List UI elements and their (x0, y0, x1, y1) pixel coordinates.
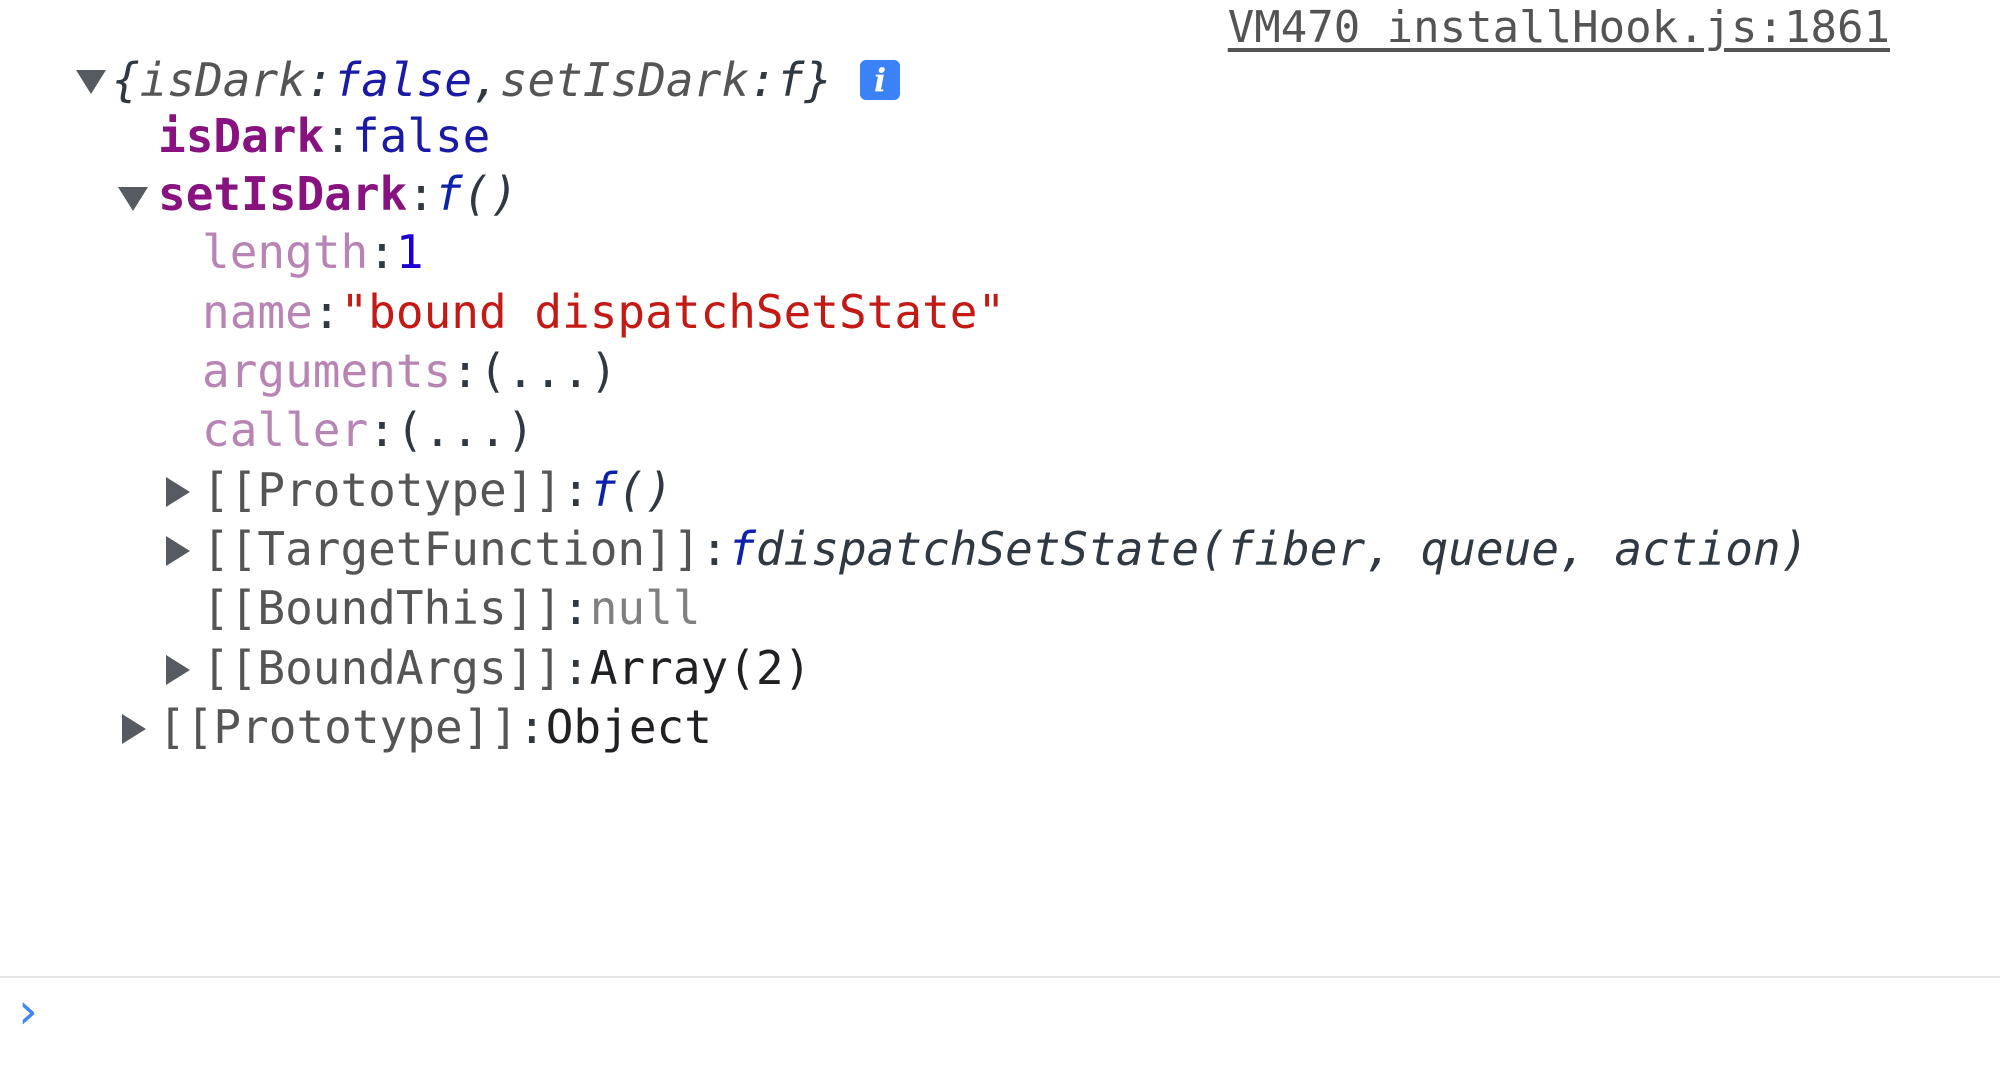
prop-value: "bound dispatchSetState" (340, 285, 1006, 339)
console-input[interactable] (70, 988, 1974, 1050)
prop-row-obj-prototype[interactable]: [[Prototype]]: Object (158, 699, 712, 755)
summary-value-isdark: false (333, 53, 473, 107)
prop-row-arguments[interactable]: arguments: (...) (202, 343, 617, 399)
object-summary[interactable]: {isDark: false, setIsDark: f} i (112, 52, 901, 108)
function-signature: () (462, 167, 519, 221)
prop-row-length[interactable]: length: 1 (202, 224, 424, 280)
summary-separator: , (472, 53, 500, 107)
source-link[interactable]: VM470 installHook.js:1861 (1227, 2, 1890, 53)
prop-colon: : (451, 344, 479, 398)
summary-colon: : (305, 53, 334, 107)
prop-value: 1 (395, 225, 424, 279)
prop-key: isDark (158, 109, 325, 163)
expand-toggle-fn-prototype[interactable] (166, 477, 190, 507)
function-f-icon: f (434, 167, 463, 221)
summary-key-isdark: isDark (139, 53, 306, 107)
summary-open-brace: { (112, 53, 140, 107)
expand-toggle-bound-args[interactable] (166, 655, 190, 685)
prop-row-bound-args[interactable]: [[BoundArgs]]: Array(2) (202, 640, 811, 696)
prop-key: caller (202, 403, 369, 457)
prop-colon: : (368, 225, 396, 279)
lazy-value-button[interactable]: (...) (395, 403, 535, 457)
chevron-right-icon: › (18, 982, 38, 1040)
function-f-icon: f (728, 522, 756, 576)
expand-toggle-root[interactable] (76, 70, 106, 94)
summary-colon: : (749, 53, 777, 107)
function-f-icon: f (589, 463, 618, 517)
prop-key: length (202, 225, 369, 279)
prop-colon: : (407, 167, 435, 221)
prop-row-target-function[interactable]: [[TargetFunction]]: f dispatchSetState(f… (202, 521, 1808, 577)
prop-key: [[Prototype]] (202, 463, 563, 517)
console-prompt[interactable]: › (0, 978, 2000, 1083)
prop-key: name (202, 285, 313, 339)
prop-colon: : (562, 463, 590, 517)
prop-row-bound-this[interactable]: [[BoundThis]]: null (202, 580, 701, 636)
prop-key: [[BoundThis]] (202, 581, 563, 635)
prop-key: [[BoundArgs]] (202, 641, 563, 695)
prop-value: null (589, 581, 701, 635)
info-icon[interactable]: i (860, 60, 901, 100)
prop-row-fn-prototype[interactable]: [[Prototype]]: f () (202, 462, 673, 518)
lazy-value-button[interactable]: (...) (478, 344, 618, 398)
prop-colon: : (324, 109, 352, 163)
prop-colon: : (312, 285, 341, 339)
summary-close-brace: } (804, 53, 833, 107)
expand-toggle-target-function[interactable] (166, 536, 190, 566)
prop-key: [[Prototype]] (158, 700, 519, 754)
prop-key: arguments (202, 344, 452, 398)
prop-value: false (351, 109, 491, 163)
expand-toggle-setisdark[interactable] (118, 187, 148, 211)
function-signature: () (617, 463, 673, 517)
prop-value: Array(2) (589, 641, 812, 695)
prop-key: [[TargetFunction]] (202, 522, 701, 576)
prop-key: setIsDark (158, 167, 408, 221)
prop-colon: : (562, 581, 590, 635)
prop-colon: : (368, 403, 396, 457)
console-divider (0, 976, 2000, 978)
summary-value-setisdark: f (776, 53, 805, 107)
prop-colon: : (518, 700, 546, 754)
prop-row-caller[interactable]: caller: (...) (202, 402, 534, 458)
prop-row-isdark[interactable]: isDark: false (158, 108, 490, 164)
summary-key-setisdark: setIsDark (499, 53, 750, 107)
prop-colon: : (562, 641, 590, 695)
prop-value: Object (545, 700, 712, 754)
object-tree: {isDark: false, setIsDark: f} i isDark: … (76, 52, 1808, 755)
function-signature: dispatchSetState(fiber, queue, action) (755, 522, 1809, 576)
prop-row-setisdark[interactable]: setIsDark: f () (158, 166, 518, 222)
expand-toggle-obj-prototype[interactable] (122, 714, 146, 744)
prop-row-name[interactable]: name: "bound dispatchSetState" (202, 284, 1005, 340)
prop-colon: : (700, 522, 729, 576)
